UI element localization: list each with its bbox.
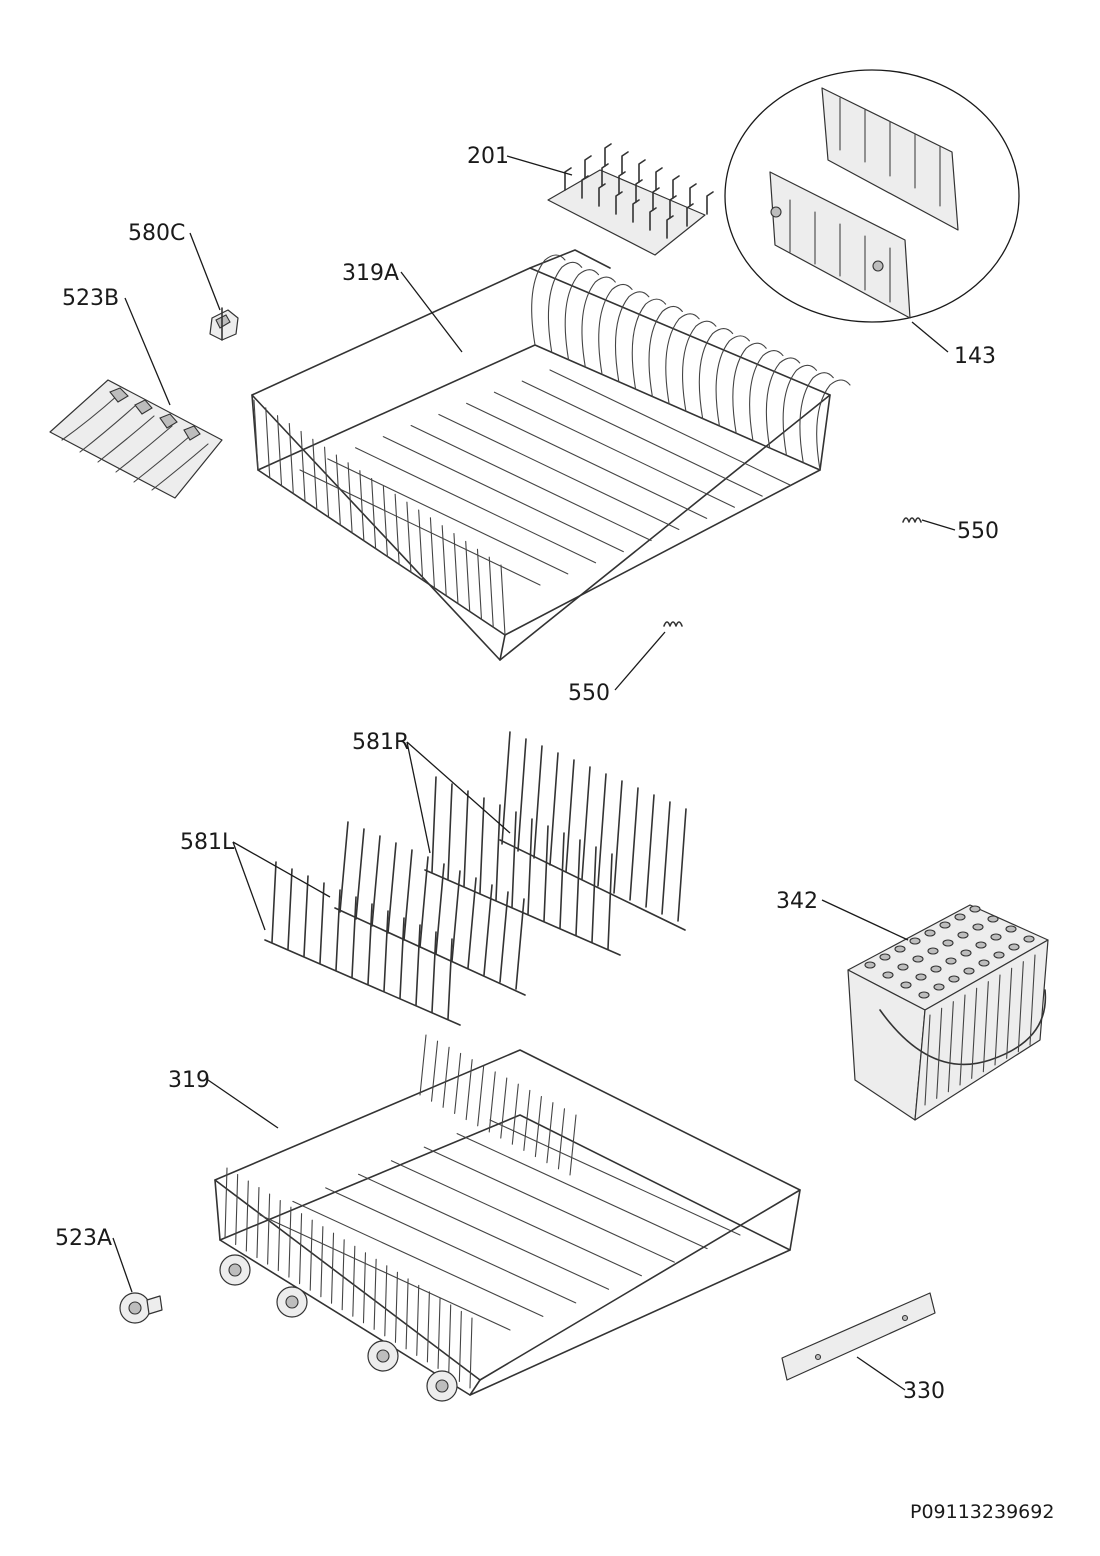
label-319a: 319A	[342, 261, 399, 286]
part-330-strip	[781, 1292, 936, 1381]
part-581r-tine-row	[424, 731, 687, 956]
part-342-cutlery-basket	[847, 904, 1049, 1121]
label-550-right: 550	[957, 519, 999, 544]
drawing-code: P09113239692	[910, 1501, 1054, 1523]
label-201: 201	[467, 144, 509, 169]
part-143-rail-detail	[724, 69, 1020, 323]
lower-basket-wheels	[219, 1254, 458, 1402]
label-550-lower: 550	[568, 681, 610, 706]
label-580c: 580C	[128, 221, 185, 246]
label-581r: 581R	[352, 730, 409, 755]
part-523b-bracket	[49, 379, 223, 499]
label-143: 143	[954, 344, 996, 369]
leader-lines	[112, 155, 956, 1391]
part-319-lower-basket	[214, 1034, 801, 1402]
part-581l-tine-row	[264, 821, 526, 1026]
part-319a-upper-basket	[251, 249, 851, 661]
label-330: 330	[903, 1379, 945, 1404]
part-580c-clip	[209, 307, 239, 341]
part-550-spring-lower	[663, 621, 683, 627]
label-319: 319	[168, 1068, 210, 1093]
part-550-spring-right	[902, 517, 922, 523]
label-523b: 523B	[62, 286, 119, 311]
part-201-tine-insert	[547, 143, 714, 256]
part-523a-wheel	[119, 1292, 163, 1324]
label-342: 342	[776, 889, 818, 914]
label-523a: 523A	[55, 1226, 112, 1251]
label-581l: 581L	[180, 830, 235, 855]
